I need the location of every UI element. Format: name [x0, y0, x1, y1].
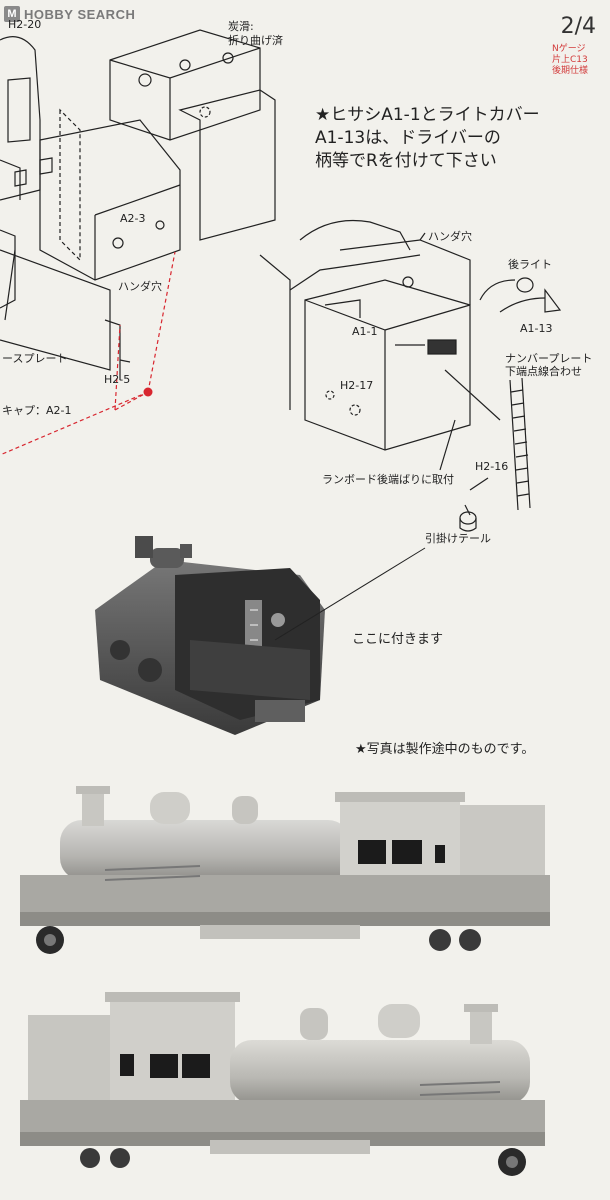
photo-caption-here: ここに付きます: [352, 632, 444, 647]
label-solder-hole-left: ハンダ穴: [118, 280, 162, 293]
note-line: 柄等でRを付けて下さい: [315, 151, 497, 171]
label-rear-light: 後ライト: [508, 258, 552, 271]
assembly-note: ★ヒサシA1-1とライトカバー A1-13は、ドライバーの 柄等でRを付けて下さ…: [315, 104, 595, 173]
exploded-diagram-left: [0, 29, 276, 456]
product-badge: Nゲージ 片上C13 後期仕様: [552, 44, 600, 77]
label-a1-13: A1-13: [520, 322, 553, 335]
hobbysearch-logo: M HOBBY SEARCH: [4, 4, 135, 24]
label-number-plate-2: 下端点線合わせ: [505, 365, 582, 378]
label-coal-line2: 折り曲げ済: [228, 34, 283, 47]
detail-diagram-right: [259, 219, 562, 532]
label-base-plate: ースプレート: [2, 352, 68, 365]
label-a1-1: A1-1: [352, 325, 378, 338]
note-line: A1-13は、ドライバーの: [315, 128, 501, 148]
label-cap: キャプ：A2-1: [2, 404, 72, 417]
label-h2-17: H2-17: [340, 379, 374, 392]
badge-line: Nゲージ: [552, 44, 586, 54]
photo-caption-progress: ★写真は製作途中のものです。: [355, 742, 535, 757]
logo-icon: M: [4, 6, 20, 22]
badge-line: 片上C13: [552, 55, 588, 65]
label-hook-tail: 引掛けテール: [425, 532, 491, 545]
label-runboard: ランボード後端ばりに取付: [322, 473, 454, 486]
label-coal-line1: 炭滑:: [228, 20, 254, 33]
label-h2-20: H2-20: [8, 18, 42, 31]
logo-search-text: SEARCH: [77, 6, 136, 22]
loco-photo-threequarter: [95, 536, 426, 735]
badge-line: 後期仕様: [552, 66, 589, 76]
label-solder-hole-right: ハンダ穴: [428, 230, 472, 243]
label-a2-3: A2-3: [120, 212, 146, 225]
label-h2-16: H2-16: [475, 460, 509, 473]
label-number-plate-1: ナンバープレート: [505, 352, 593, 365]
logo-hobby-text: HOBBY: [24, 6, 74, 22]
label-h2-5: H2-5: [104, 373, 131, 386]
note-line: ★ヒサシA1-1とライトカバー: [315, 105, 540, 125]
page-number: 2/4: [560, 14, 596, 39]
